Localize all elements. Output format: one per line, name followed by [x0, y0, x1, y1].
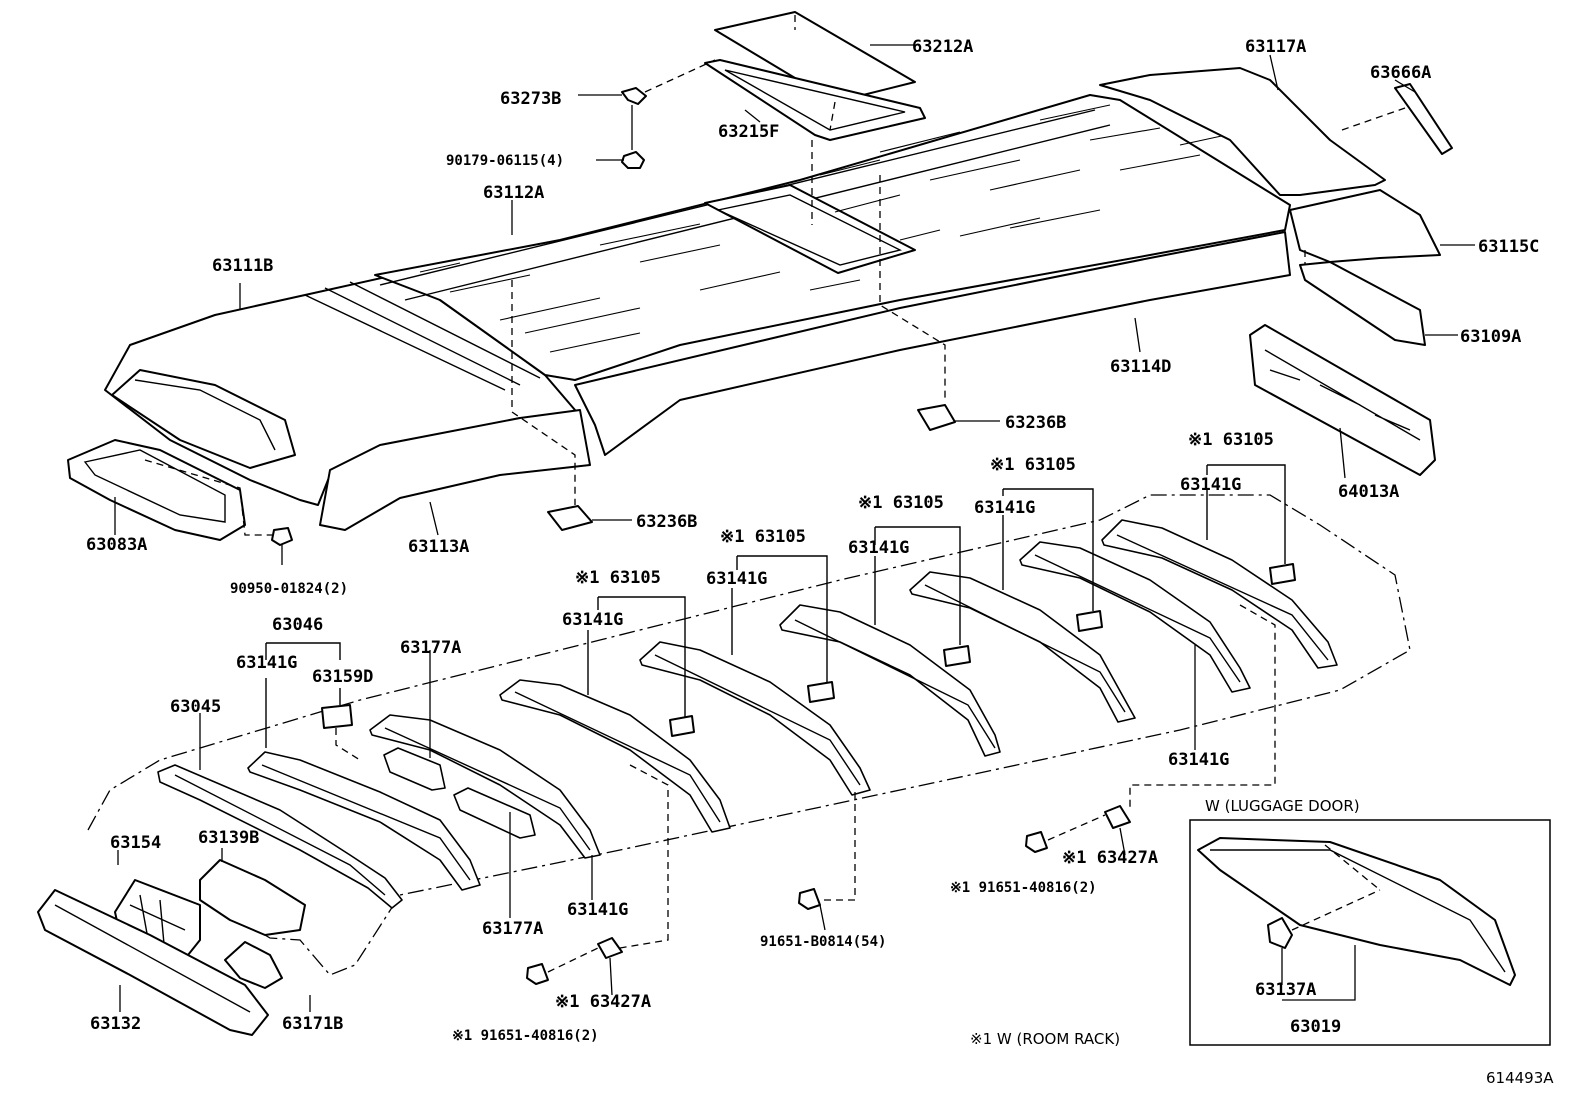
label-63105-2: ※1 63105	[720, 527, 806, 547]
bar-63177A-lower	[453, 787, 536, 839]
inset-title: W (LUGGAGE DOOR)	[1205, 797, 1360, 815]
front-header-63132	[37, 889, 269, 1036]
label-91651-40816-left: ※1 91651-40816(2)	[452, 1028, 599, 1044]
label-63273B: 63273B	[500, 89, 561, 109]
label-63046: 63046	[272, 615, 323, 635]
bar-63177A-upper	[383, 747, 446, 791]
label-63105-4: ※1 63105	[990, 455, 1076, 475]
bow-63141G-1	[247, 751, 481, 891]
clip-63427A-left	[597, 937, 623, 959]
footnote-room-rack: ※1 W (ROOM RACK)	[970, 1030, 1120, 1048]
bow-63141G-4	[779, 604, 1001, 757]
label-63132: 63132	[90, 1014, 141, 1034]
bow-63141G-7	[1101, 519, 1338, 669]
label-63105-1: ※1 63105	[575, 568, 661, 588]
label-63113A: 63113A	[408, 537, 469, 557]
rear-roof-cap-63117A	[1099, 67, 1386, 196]
label-63212A: 63212A	[912, 37, 973, 57]
label-63141G-b: 63141G	[567, 900, 628, 920]
label-63111B: 63111B	[212, 256, 273, 276]
rear-rail-63109A	[1299, 261, 1426, 346]
label-63141G-h: 63141G	[1168, 750, 1229, 770]
roof-panel-assembly	[67, 11, 1453, 546]
label-63666A: 63666A	[1370, 63, 1431, 83]
label-63141G-f: 63141G	[974, 498, 1035, 518]
label-63177A-bottom: 63177A	[482, 919, 543, 939]
roof-bows-assembly	[37, 494, 1411, 1036]
label-63137A: 63137A	[1255, 980, 1316, 1000]
label-63114D: 63114D	[1110, 357, 1171, 377]
bow-63141G-3	[639, 641, 871, 796]
label-63045: 63045	[170, 697, 221, 717]
label-63112A: 63112A	[483, 183, 544, 203]
label-64013A: 64013A	[1338, 482, 1399, 502]
rear-header-panel-64013A	[1249, 324, 1436, 476]
clip-63236B-right	[917, 404, 956, 431]
figure-id: 614493A	[1486, 1069, 1554, 1087]
bracket-63105-4	[1076, 610, 1103, 632]
bracket-63105-2	[807, 681, 835, 703]
label-63141G-c: 63141G	[562, 610, 623, 630]
bracket-63171B	[224, 941, 283, 989]
label-63215F: 63215F	[718, 122, 779, 142]
label-63177A-top: 63177A	[400, 638, 461, 658]
label-63427A-right: ※1 63427A	[1062, 848, 1158, 868]
clip-63427A-right	[1104, 805, 1131, 829]
screw-91651-right	[1025, 831, 1048, 853]
label-63105-3: ※1 63105	[858, 493, 944, 513]
bracket-63105-3	[943, 645, 971, 667]
clip-63236B-left	[547, 505, 593, 531]
label-63117A: 63117A	[1245, 37, 1306, 57]
bow-63141G-5	[909, 571, 1136, 723]
bracket-63159D	[321, 704, 353, 729]
inset-luggage-door: W (LUGGAGE DOOR)	[1189, 797, 1551, 1046]
label-91651-B0814: 91651-B0814(54)	[760, 934, 886, 950]
label-63141G-e: 63141G	[848, 538, 909, 558]
label-90179-06115: 90179-06115(4)	[446, 153, 564, 169]
label-63141G-d: 63141G	[706, 569, 767, 589]
bracket-63273B	[621, 87, 647, 105]
screw-90950	[271, 527, 293, 546]
label-63159D: 63159D	[312, 667, 373, 687]
part-labels: 63212A 63273B 63215F 90179-06115(4) 6311…	[86, 37, 1554, 1087]
label-63083A: 63083A	[86, 535, 147, 555]
front-gasket-63083A	[67, 439, 246, 541]
label-63236B-left: 63236B	[636, 512, 697, 532]
label-63141G-a: 63141G	[236, 653, 297, 673]
bracket-63105-5	[1269, 563, 1296, 585]
label-63141G-g: 63141G	[1180, 475, 1241, 495]
label-90950-01824: 90950-01824(2)	[230, 581, 348, 597]
label-63115C: 63115C	[1478, 237, 1539, 257]
nut-90179	[621, 151, 645, 169]
bow-63141G-2	[499, 679, 731, 833]
bracket-63105-1	[669, 715, 695, 737]
clip-63137A	[1267, 917, 1293, 949]
rear-roof-rail-63115C	[1289, 189, 1441, 263]
label-63105-5: ※1 63105	[1188, 430, 1274, 450]
label-63019: 63019	[1290, 1017, 1341, 1037]
label-63109A: 63109A	[1460, 327, 1521, 347]
leader-lines	[114, 44, 1475, 1012]
label-63171B: 63171B	[282, 1014, 343, 1034]
label-63154: 63154	[110, 833, 161, 853]
front-bracket-63139B	[199, 859, 306, 936]
luggage-door-63019	[1197, 837, 1516, 986]
label-63236B-right: 63236B	[1005, 413, 1066, 433]
bow-63045	[157, 764, 403, 909]
rear-strip-63666A	[1394, 83, 1453, 155]
side-roof-rail-63114D	[574, 231, 1291, 456]
screw-91651-left	[526, 963, 549, 985]
label-63427A-left: ※1 63427A	[555, 992, 651, 1012]
label-63139B: 63139B	[198, 828, 259, 848]
front-side-rail-63113A	[319, 409, 591, 531]
screw-91651-B0814	[798, 888, 821, 910]
label-91651-40816-right: ※1 91651-40816(2)	[950, 880, 1097, 896]
